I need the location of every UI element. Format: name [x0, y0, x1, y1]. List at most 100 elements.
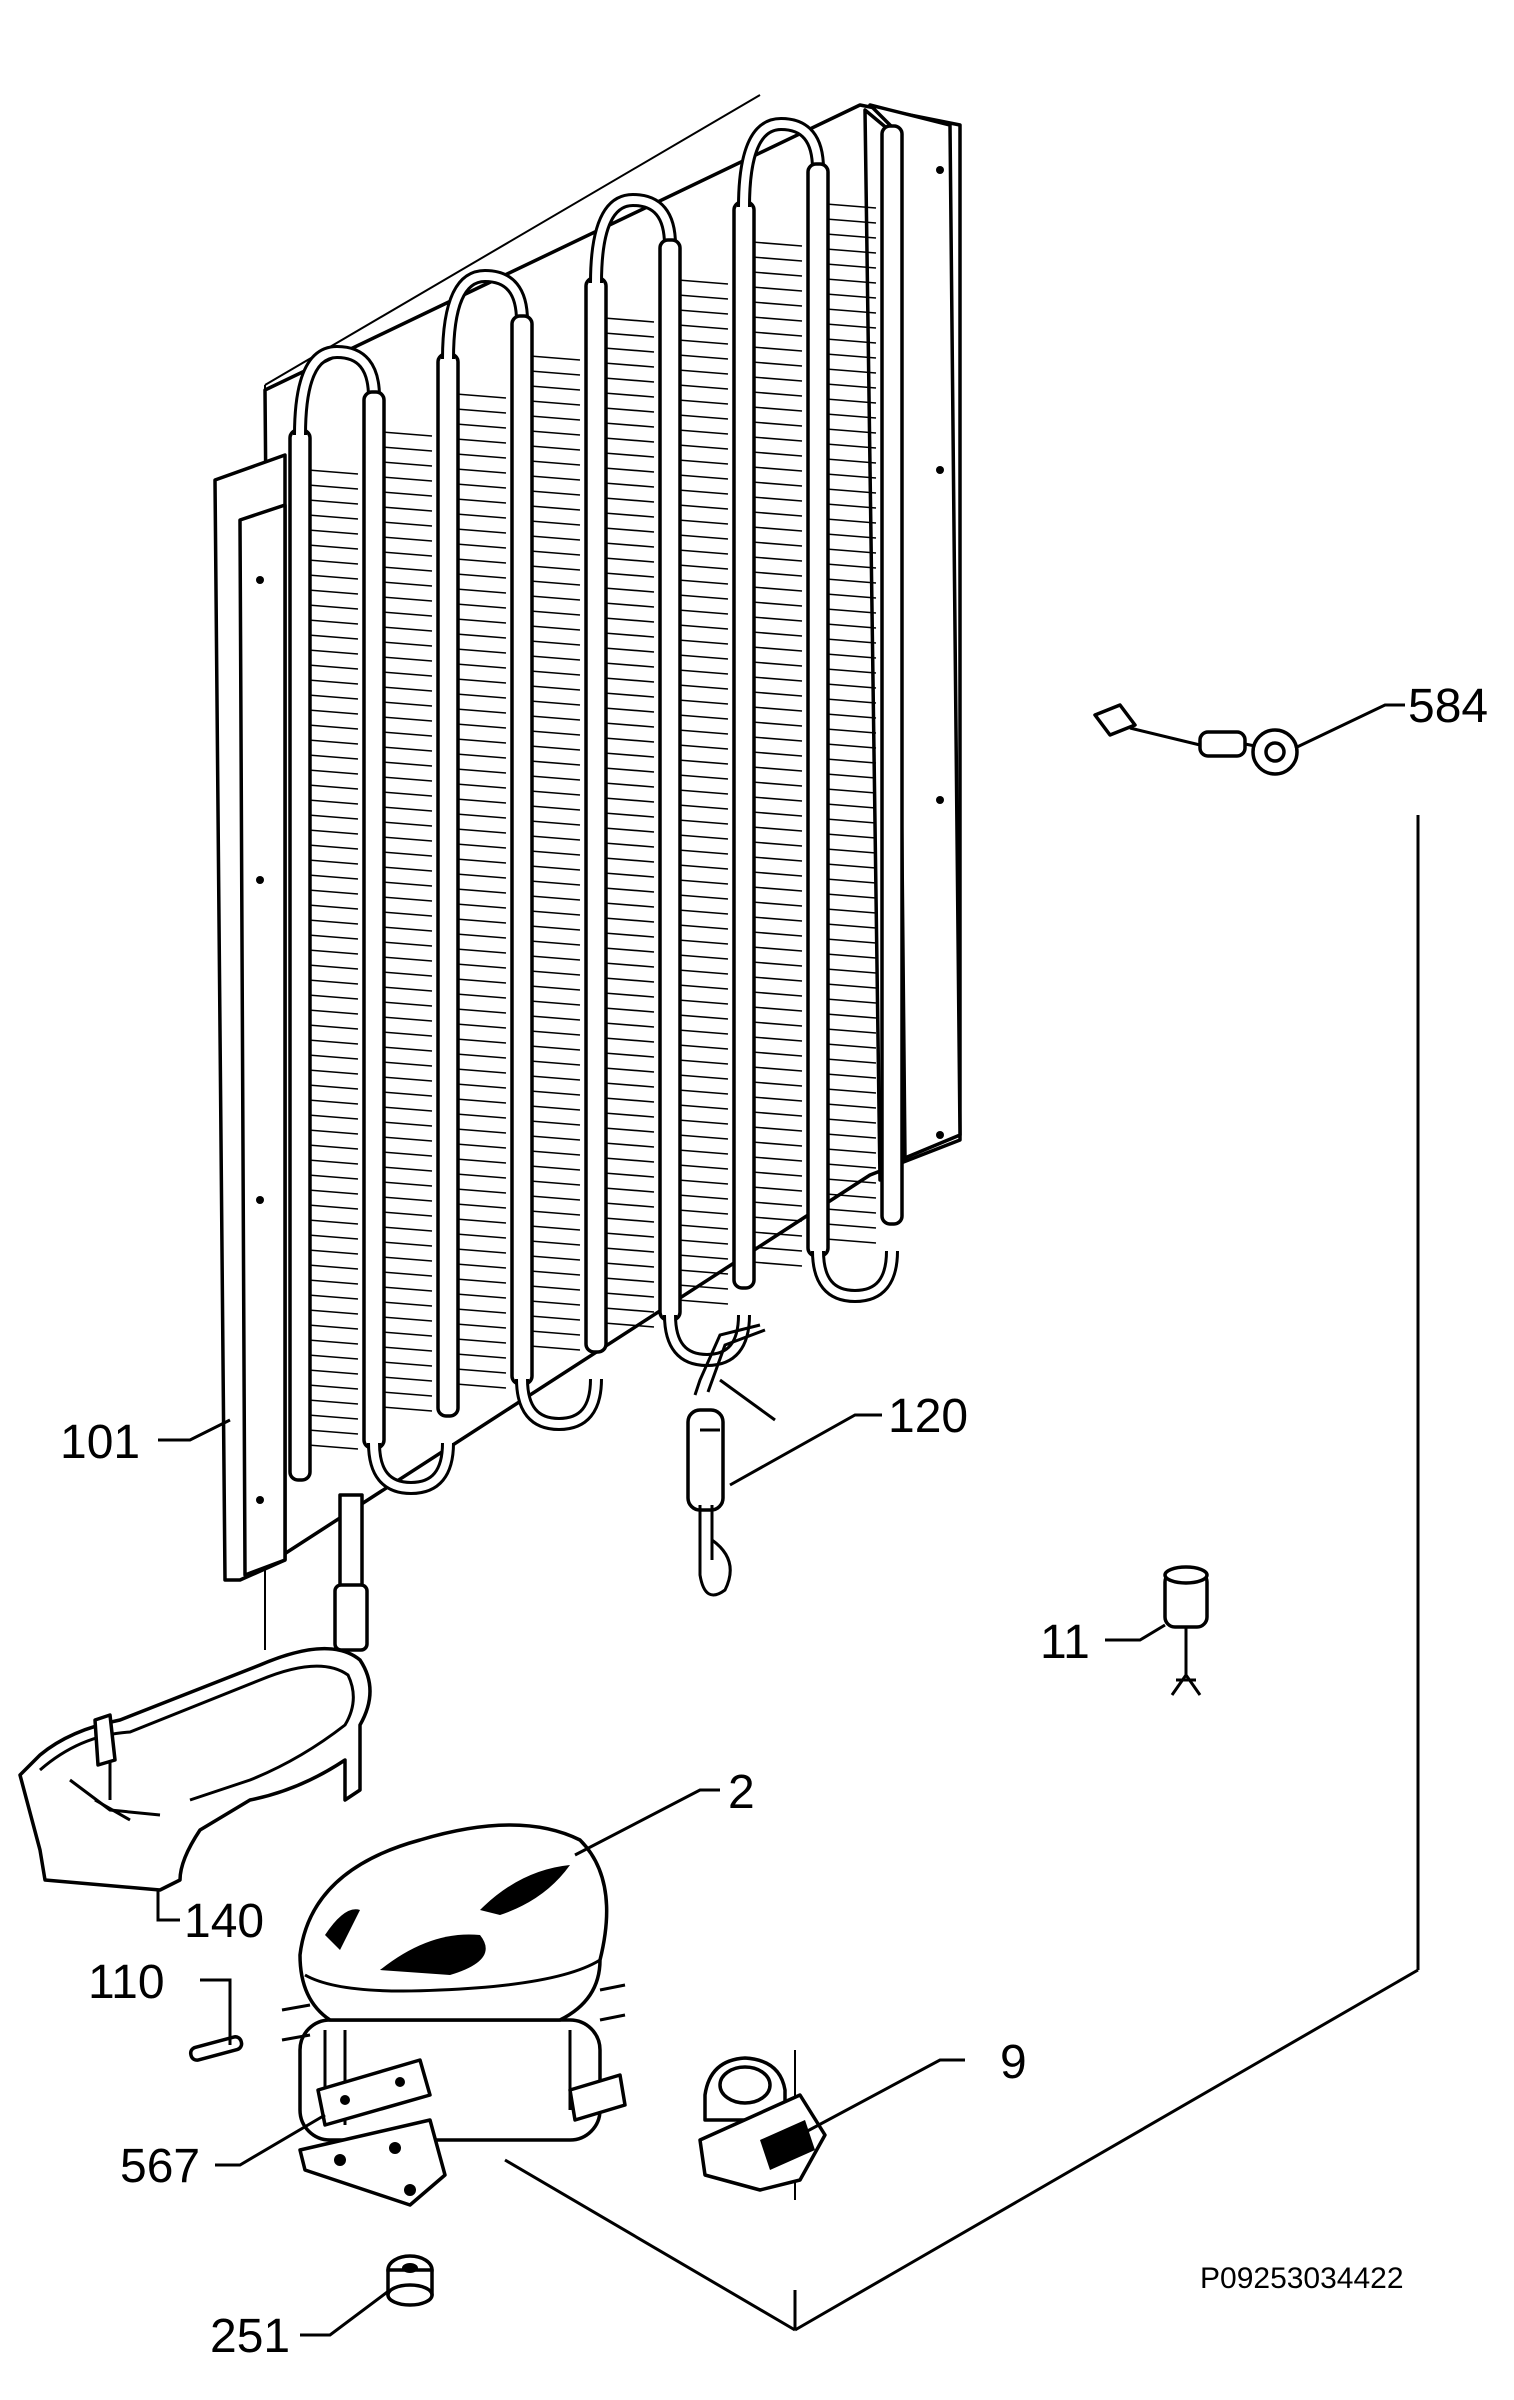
condenser-fin [751, 826, 803, 832]
condenser-fin [751, 631, 803, 637]
condenser-fin [751, 1021, 803, 1027]
condenser-fin [307, 664, 359, 670]
condenser-fin [603, 1202, 655, 1208]
condenser-fin [529, 1150, 581, 1156]
condenser-fin [307, 799, 359, 805]
condenser-fin [381, 1361, 433, 1367]
condenser-fin [307, 784, 359, 790]
condenser-fin [751, 646, 803, 652]
label-140: 140 [184, 1895, 264, 1948]
condenser-fin [825, 458, 877, 464]
condenser-fin [529, 985, 581, 991]
condenser-fin [603, 992, 655, 998]
condenser-fin [381, 1121, 433, 1127]
condenser-fin [307, 874, 359, 880]
condenser-fin [677, 939, 729, 945]
condenser-fin [751, 706, 803, 712]
condenser-fin [455, 1023, 507, 1029]
condenser-fin [307, 994, 359, 1000]
condenser-fin [529, 700, 581, 706]
condenser-fin [455, 1128, 507, 1134]
condenser-fin [381, 731, 433, 737]
condenser-fin [677, 1284, 729, 1290]
condenser-fin [455, 678, 507, 684]
rubber-grommet [386, 2254, 434, 2307]
condenser-fin [307, 739, 359, 745]
condenser-fin [529, 880, 581, 886]
condenser-fin [381, 941, 433, 947]
condenser-fin [751, 1006, 803, 1012]
condenser-fin [307, 1174, 359, 1180]
condenser-fin [529, 1000, 581, 1006]
condenser-fin [677, 729, 729, 735]
condenser-fin [825, 443, 877, 449]
condenser-fin [381, 1046, 433, 1052]
condenser-fin [307, 1144, 359, 1150]
condenser-fin [529, 460, 581, 466]
condenser-fin [381, 1286, 433, 1292]
condenser-fin [825, 248, 877, 254]
condenser-fin [751, 616, 803, 622]
condenser-fin [455, 693, 507, 699]
part-labels: 584 101 120 11 2 140 110 9 567 251 P0925… [60, 680, 1488, 2363]
condenser-tube [362, 390, 386, 1450]
label-2: 2 [728, 1766, 755, 1819]
condenser-fin [825, 863, 877, 869]
condenser-fin [603, 1172, 655, 1178]
condenser-fin [381, 746, 433, 752]
condenser-fin [455, 933, 507, 939]
condenser-fin [603, 467, 655, 473]
condenser-fin [677, 684, 729, 690]
condenser-fin [677, 1239, 729, 1245]
condenser-fin [381, 536, 433, 542]
condenser-fin [455, 798, 507, 804]
condenser-fin [751, 601, 803, 607]
condenser-fin [455, 813, 507, 819]
condenser-fin [677, 819, 729, 825]
condenser-fin [603, 1022, 655, 1028]
condenser-fin [825, 938, 877, 944]
condenser-bend [740, 120, 822, 208]
condenser-fin [455, 1368, 507, 1374]
condenser-tube [510, 314, 534, 1386]
condenser-fin [825, 1073, 877, 1079]
condenser-fin [381, 956, 433, 962]
condenser-fin [677, 1299, 729, 1305]
condenser-fin [455, 438, 507, 444]
condenser-fin [381, 1316, 433, 1322]
condenser-fin [529, 400, 581, 406]
condenser-fin [751, 901, 803, 907]
condenser-fin [307, 1384, 359, 1390]
condenser-fin [529, 430, 581, 436]
condenser-fin [455, 783, 507, 789]
condenser-fin [751, 1201, 803, 1207]
condenser-fin [529, 535, 581, 541]
condenser-fin [677, 354, 729, 360]
condenser-bend [296, 348, 378, 436]
condenser-fin [825, 1043, 877, 1049]
condenser-fin [603, 557, 655, 563]
condenser-fin [825, 413, 877, 419]
condenser-fin [825, 908, 877, 914]
condenser-fin [529, 865, 581, 871]
condenser-fin [603, 797, 655, 803]
condenser-fin [825, 1103, 877, 1109]
condenser-fin [381, 1346, 433, 1352]
condenser-fin [455, 513, 507, 519]
condenser-fin [825, 263, 877, 269]
condenser-fin [307, 589, 359, 595]
condenser-fin [307, 619, 359, 625]
condenser-fin [603, 497, 655, 503]
condenser-fin [381, 701, 433, 707]
condenser-fin [825, 623, 877, 629]
condenser-fin [307, 1039, 359, 1045]
condenser-fin [603, 932, 655, 938]
condenser-fin [677, 399, 729, 405]
condenser-fin [603, 707, 655, 713]
condenser-fin [307, 1354, 359, 1360]
condenser-fin [677, 549, 729, 555]
condenser-fin [455, 753, 507, 759]
condenser-fin [529, 370, 581, 376]
condenser-fin [603, 1307, 655, 1313]
condenser-fin [381, 971, 433, 977]
